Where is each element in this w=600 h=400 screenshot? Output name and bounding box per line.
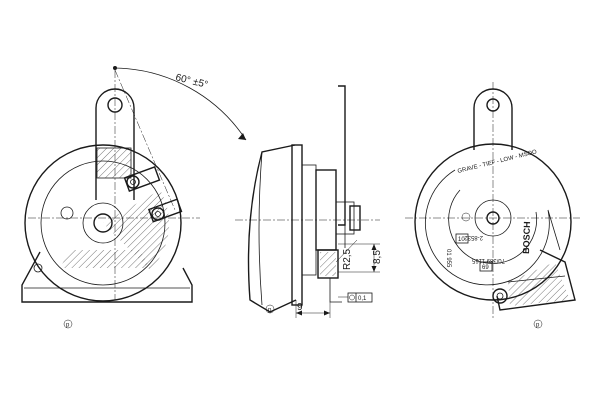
front-screw-mark	[33, 263, 43, 273]
rear-housing-circle	[414, 143, 572, 301]
side-magnet-body	[315, 169, 337, 251]
rear-terminal-bolt	[492, 288, 508, 304]
side-flange	[291, 144, 303, 306]
rear-bracket-hole	[486, 98, 500, 112]
rear-terminal-bolt-inner	[496, 292, 504, 300]
side-bell-outline	[247, 144, 297, 313]
angle-origin-dot	[113, 66, 117, 70]
front-terminal-lower	[147, 198, 183, 223]
rear-mark-badge-1: 10	[455, 233, 469, 244]
side-p-marker-label: p	[268, 308, 272, 314]
side-bell-inner	[258, 151, 263, 306]
rear-view: GRAVE - TIEF - LOW - MSOO BOSCH 2-8532 7…	[405, 82, 580, 329]
front-angle-reference-line	[114, 69, 176, 211]
angle-dimension-arc	[114, 67, 247, 141]
tolerance-frame-value: 0,1	[358, 296, 367, 302]
dim-9-arrow-right	[324, 310, 330, 316]
front-sector-hatch	[103, 190, 170, 270]
dim-9-label: 9	[297, 302, 303, 313]
front-bracket-hole	[107, 97, 123, 113]
side-terminal-tab	[329, 278, 342, 303]
side-bracket-plate	[338, 85, 346, 226]
tolerance-frame: 0,1	[338, 292, 373, 303]
front-terminal-upper	[123, 166, 161, 192]
side-p-marker-circle	[265, 304, 275, 314]
side-view: 8,5 R2,5 9 0,1 p	[235, 85, 383, 318]
rear-brand-label: BOSCH	[521, 221, 532, 254]
side-terminal-block	[317, 249, 339, 279]
dim-r2-5-leader	[335, 239, 358, 263]
dim-8-5-label: 8,5	[372, 250, 383, 264]
svg-text:10: 10	[458, 237, 465, 243]
front-lower-hatch	[60, 250, 150, 268]
front-boss	[82, 202, 124, 244]
rear-part-number: 2-8532	[464, 234, 483, 240]
rear-housing-inner-line	[507, 275, 566, 283]
front-housing-outline	[21, 251, 193, 303]
side-nut	[349, 205, 361, 231]
dim-8-5-arrow-top	[371, 244, 377, 250]
rear-housing-outline	[496, 249, 576, 311]
front-bracket-section	[96, 147, 132, 179]
front-p-marker-circle	[63, 319, 73, 329]
front-p-marker-label: p	[66, 323, 70, 329]
dim-9-arrow-left	[296, 310, 302, 316]
rear-p-marker-label: p	[536, 323, 540, 329]
angle-dimension-label: 60° ±5°	[174, 72, 209, 91]
dim-r2-5-label: R2,5	[342, 248, 353, 270]
front-bracket-hatch	[97, 148, 131, 178]
rear-approval-mark	[461, 212, 471, 222]
rear-date-code: 70/389 1165	[471, 257, 505, 263]
dim-8-5-arrow-bottom	[371, 266, 377, 272]
front-mounting-bracket	[95, 88, 135, 200]
front-center-bolt	[93, 213, 113, 233]
rear-sub-code: 01 955	[445, 249, 451, 268]
angle-arrow-head	[238, 133, 246, 140]
rear-center-hole	[486, 211, 500, 225]
rear-p-marker-circle	[533, 319, 543, 329]
rear-spiral-outer	[424, 169, 561, 286]
front-small-hole	[60, 206, 74, 220]
front-housing-circle	[24, 144, 182, 302]
svg-text:69: 69	[482, 265, 489, 271]
rear-ring-text: GRAVE - TIEF - LOW - MSOO	[457, 149, 538, 175]
rear-terminal-hatch	[508, 262, 570, 306]
front-view: 60° ±5° p	[21, 66, 247, 329]
rear-mark-badge-2: 69	[479, 261, 493, 272]
rear-boss	[474, 199, 512, 237]
rear-mounting-bracket	[473, 88, 513, 150]
side-terminal-hatch	[320, 252, 336, 276]
